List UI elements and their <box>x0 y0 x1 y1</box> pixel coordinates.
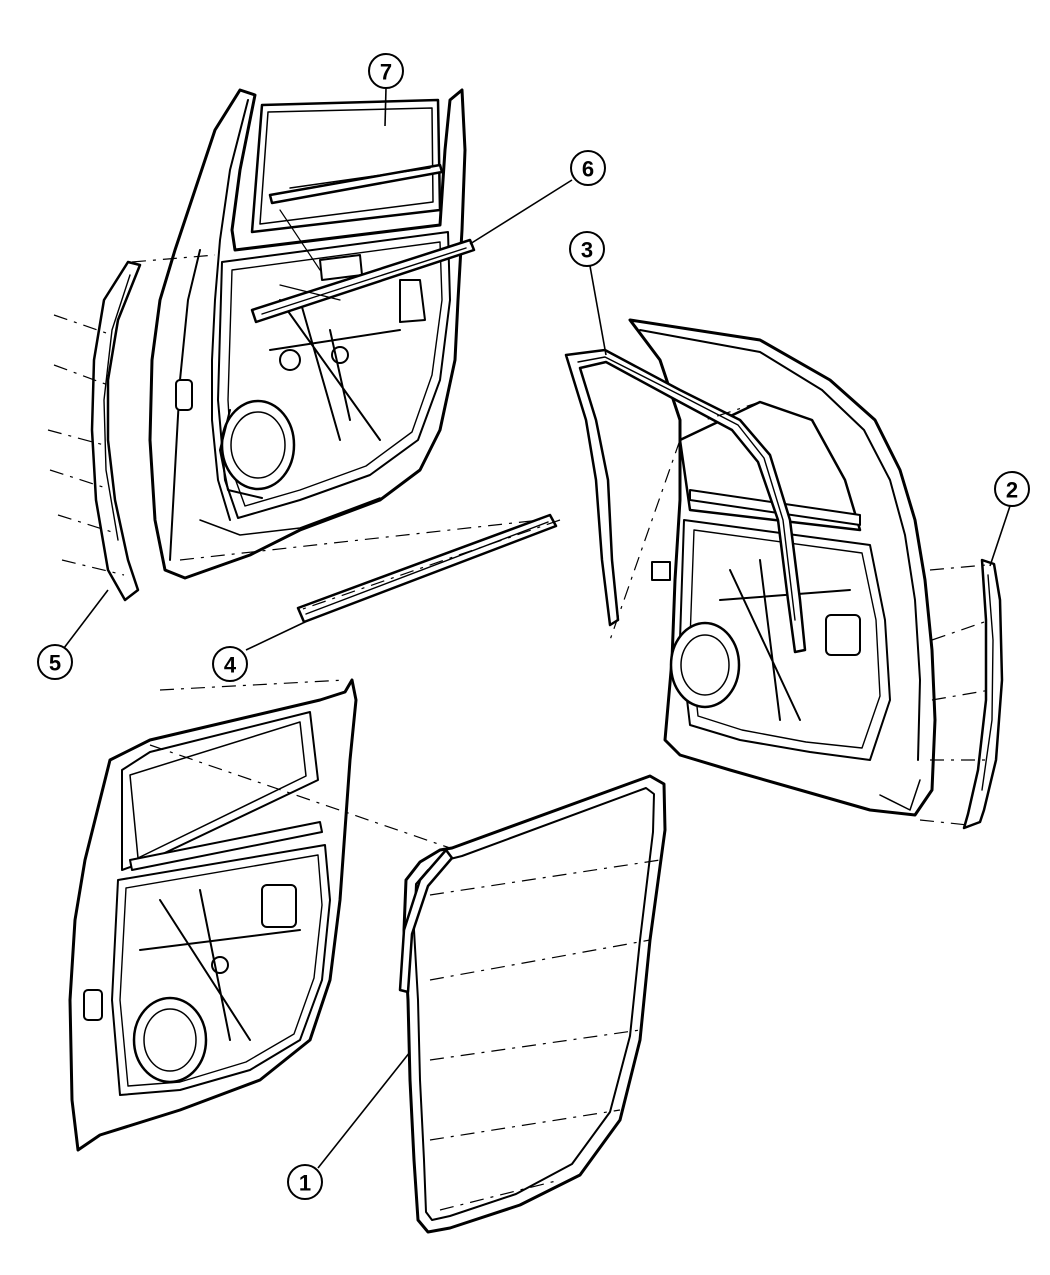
callout-5: 5 <box>37 589 109 680</box>
callout-3-circle <box>569 231 605 267</box>
callout-1-leader <box>317 1051 411 1169</box>
callout-7: 7 <box>368 53 404 127</box>
callout-7-leader <box>384 87 387 127</box>
callout-5-label: 5 <box>49 651 61 676</box>
callout-5-circle <box>37 644 73 680</box>
callout-4-circle <box>212 646 248 682</box>
callout-1: 1 <box>287 1051 411 1200</box>
belt-weatherstrip-inner <box>250 209 476 324</box>
callout-4: 4 <box>212 621 306 682</box>
callout-1-circle <box>287 1164 323 1200</box>
callout-2-label: 2 <box>1006 478 1018 503</box>
callout-6-circle <box>570 150 606 186</box>
glass-run-channel <box>564 348 807 654</box>
callout-4-label: 4 <box>224 653 237 678</box>
callout-3-label: 3 <box>581 238 593 263</box>
callout-6-leader <box>469 179 573 245</box>
door-sill-weatherstrip <box>296 513 558 624</box>
callout-6-label: 6 <box>582 157 594 182</box>
callout-3: 3 <box>569 231 607 356</box>
rear-door-inner-view-bottom <box>68 678 358 1152</box>
belt-weatherstrip-upper <box>268 163 444 205</box>
door-edge-weatherstrip-right <box>962 558 1004 830</box>
door-opening-weatherstrip <box>398 774 667 1234</box>
rear-door-inner-view-top <box>148 88 467 580</box>
assembly-guide-lines <box>47 254 991 1211</box>
door-edge-weatherstrip-left <box>90 260 142 602</box>
callout-3-leader <box>589 265 607 356</box>
callout-7-label: 7 <box>380 60 392 85</box>
callout-6: 6 <box>469 150 606 245</box>
callout-5-leader <box>63 589 109 649</box>
callout-2-circle <box>994 471 1030 507</box>
callout-7-circle <box>368 53 404 89</box>
rear-door-inner-view-right <box>628 318 937 817</box>
callout-2: 2 <box>989 471 1030 567</box>
callout-4-leader <box>245 621 306 651</box>
callout-1-label: 1 <box>299 1171 311 1196</box>
callout-2-leader <box>989 505 1011 567</box>
